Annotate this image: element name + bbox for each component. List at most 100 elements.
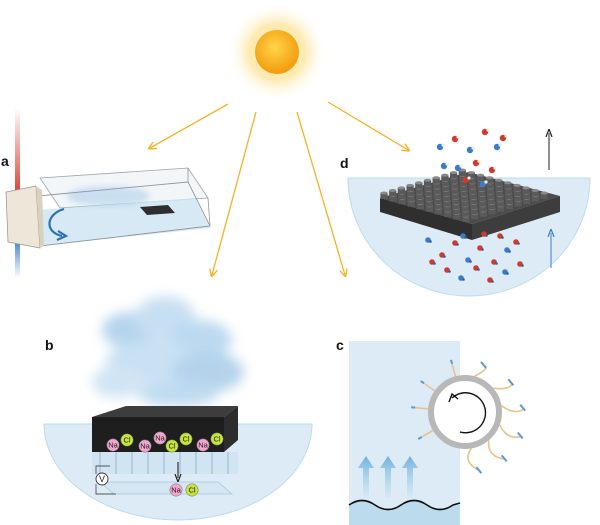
panel-c-label: c	[336, 337, 344, 353]
ion-label: Na	[108, 441, 118, 450]
absorber-block-side	[224, 406, 238, 452]
still-end-cap	[5, 185, 41, 249]
electrode-plate	[98, 481, 234, 495]
panel-a-label: a	[1, 153, 9, 169]
pillar	[415, 181, 423, 189]
ion-chloride: Cl	[120, 433, 134, 447]
rotating-drum	[428, 375, 502, 449]
pillar-membrane-front-left	[380, 198, 472, 240]
fiber	[417, 429, 434, 440]
ion-label: Cl	[168, 442, 175, 451]
voltmeter-label: V	[99, 474, 105, 484]
sun-disc	[255, 30, 299, 74]
circulation-arrow	[48, 207, 65, 238]
brine-molecule	[439, 252, 446, 258]
brine-molecule	[460, 233, 467, 239]
sun	[227, 2, 327, 102]
ray-to-panel-d	[327, 101, 408, 150]
pillar	[450, 171, 458, 179]
fiber	[474, 361, 487, 377]
ion-label: Cl	[188, 486, 195, 495]
brine-molecules	[425, 231, 524, 283]
ion-sodium: Na	[196, 438, 210, 452]
water-molecule	[436, 143, 445, 151]
pillar	[380, 191, 388, 199]
brine-molecule	[491, 259, 498, 265]
fiber	[493, 378, 515, 390]
ion-label: Cl	[213, 435, 220, 444]
brine-molecule	[513, 239, 520, 245]
brine-molecule	[477, 245, 484, 251]
ion-sodium: Na	[138, 439, 152, 453]
ray-to-panel-b	[212, 111, 257, 275]
brine-molecule	[429, 259, 436, 265]
ray-to-panel-c	[296, 111, 345, 275]
light-rays	[150, 101, 408, 275]
pillar	[504, 181, 512, 189]
pillar	[476, 173, 485, 182]
still-vapor	[66, 186, 150, 206]
pillar	[423, 178, 432, 187]
ion-label: Na	[155, 434, 165, 443]
water-molecule	[499, 134, 508, 142]
cold-pipe	[15, 238, 20, 278]
water-molecule	[462, 176, 471, 184]
ion-sodium: Na	[153, 431, 167, 445]
pillar	[397, 186, 405, 194]
vapor-molecules	[436, 128, 508, 188]
brine-molecule	[473, 265, 480, 271]
fiber	[420, 380, 436, 392]
brine-molecule	[502, 269, 509, 275]
panel-d-label: d	[340, 155, 349, 171]
water-molecule	[451, 135, 460, 143]
water-molecule	[440, 162, 449, 170]
pillar	[406, 183, 414, 192]
rising-vapor-arrows	[358, 456, 418, 498]
ray-to-panel-a	[150, 103, 229, 148]
pillar	[531, 188, 539, 197]
vapor-plume	[92, 296, 244, 406]
pillar-array	[380, 168, 548, 222]
panel-a: a	[1, 108, 211, 278]
pillar	[522, 186, 530, 194]
ion-label: Cl	[182, 435, 189, 444]
released-ion-sodium: Na	[169, 483, 183, 497]
brine-molecule	[425, 237, 432, 243]
pillar-membrane-front-right	[472, 196, 560, 240]
brine-molecule	[504, 247, 511, 253]
absorber-block-top	[92, 406, 238, 417]
pillar	[540, 191, 548, 199]
fiber	[450, 359, 457, 377]
pillar	[432, 176, 440, 184]
fiber	[487, 440, 508, 463]
pillar	[467, 171, 475, 179]
ion-chloride: Cl	[179, 432, 193, 446]
brine-molecule	[452, 240, 459, 246]
fiber	[467, 447, 483, 474]
brine-molecule	[458, 275, 465, 281]
water-molecule	[472, 159, 481, 167]
water-molecule	[493, 143, 502, 151]
brine-molecule	[465, 257, 472, 263]
ion-sodium: Na	[106, 438, 120, 452]
panel-c: c	[336, 337, 526, 525]
voltmeter-symbol	[95, 472, 109, 486]
pillar	[513, 183, 521, 192]
water-molecule	[454, 164, 463, 172]
brine-molecule	[481, 231, 488, 237]
ion-chloride: Cl	[165, 439, 179, 453]
fiber	[499, 424, 524, 440]
ion-label: Cl	[123, 436, 130, 445]
absorber-plate	[140, 205, 175, 215]
fiber	[411, 406, 429, 410]
fiber	[500, 403, 526, 413]
panel-b-label: b	[45, 337, 54, 353]
brine-molecule	[517, 261, 524, 267]
brine-molecule	[497, 233, 504, 239]
ion-channel-layer	[92, 452, 238, 474]
rotation-arrow	[451, 392, 487, 434]
pillar	[441, 173, 449, 182]
water-molecule	[481, 128, 490, 136]
hot-pipe	[15, 108, 20, 198]
